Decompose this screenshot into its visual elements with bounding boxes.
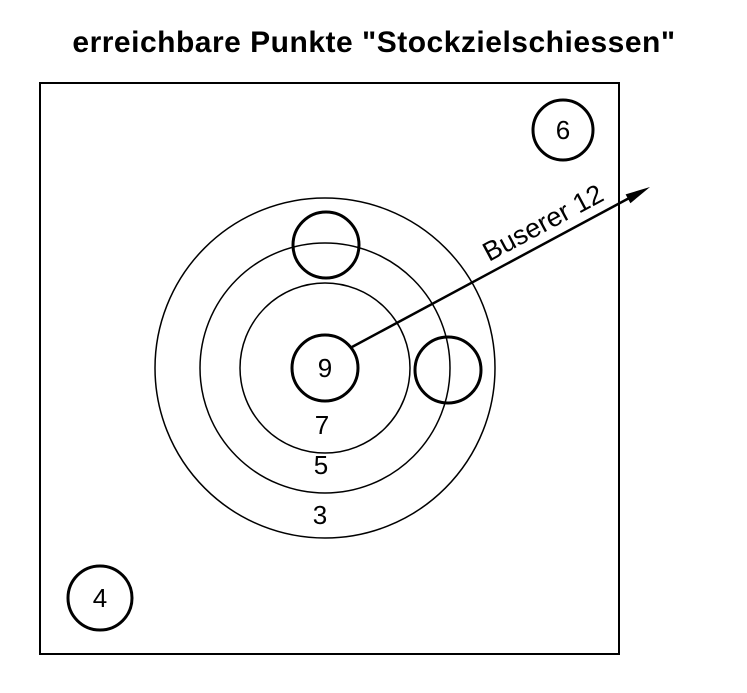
stock-circle-4: [66, 564, 134, 632]
ring-label-9: 9: [318, 353, 332, 383]
stock-circle-top: [291, 210, 361, 280]
ring-label-5: 5: [314, 450, 328, 480]
stock-label-4: 4: [93, 583, 107, 613]
ring-label-3: 3: [313, 500, 327, 530]
stock-circle-6: [531, 98, 595, 162]
stock-circle-right: [413, 335, 483, 405]
arrow-head-icon: [625, 187, 650, 204]
ring-center-9: [290, 333, 360, 403]
target-boundary-square: [39, 82, 620, 655]
stock-label-6: 6: [556, 115, 570, 145]
ring-inner-7: [239, 282, 411, 454]
ring-middle-5: [199, 242, 451, 494]
page-title: erreichbare Punkte "Stockzielschiessen": [72, 26, 675, 59]
ring-outer-3: [154, 197, 496, 539]
arrow-line: [351, 194, 634, 349]
arrow-label: Buserer 12: [478, 179, 609, 268]
ring-label-7: 7: [315, 410, 329, 440]
